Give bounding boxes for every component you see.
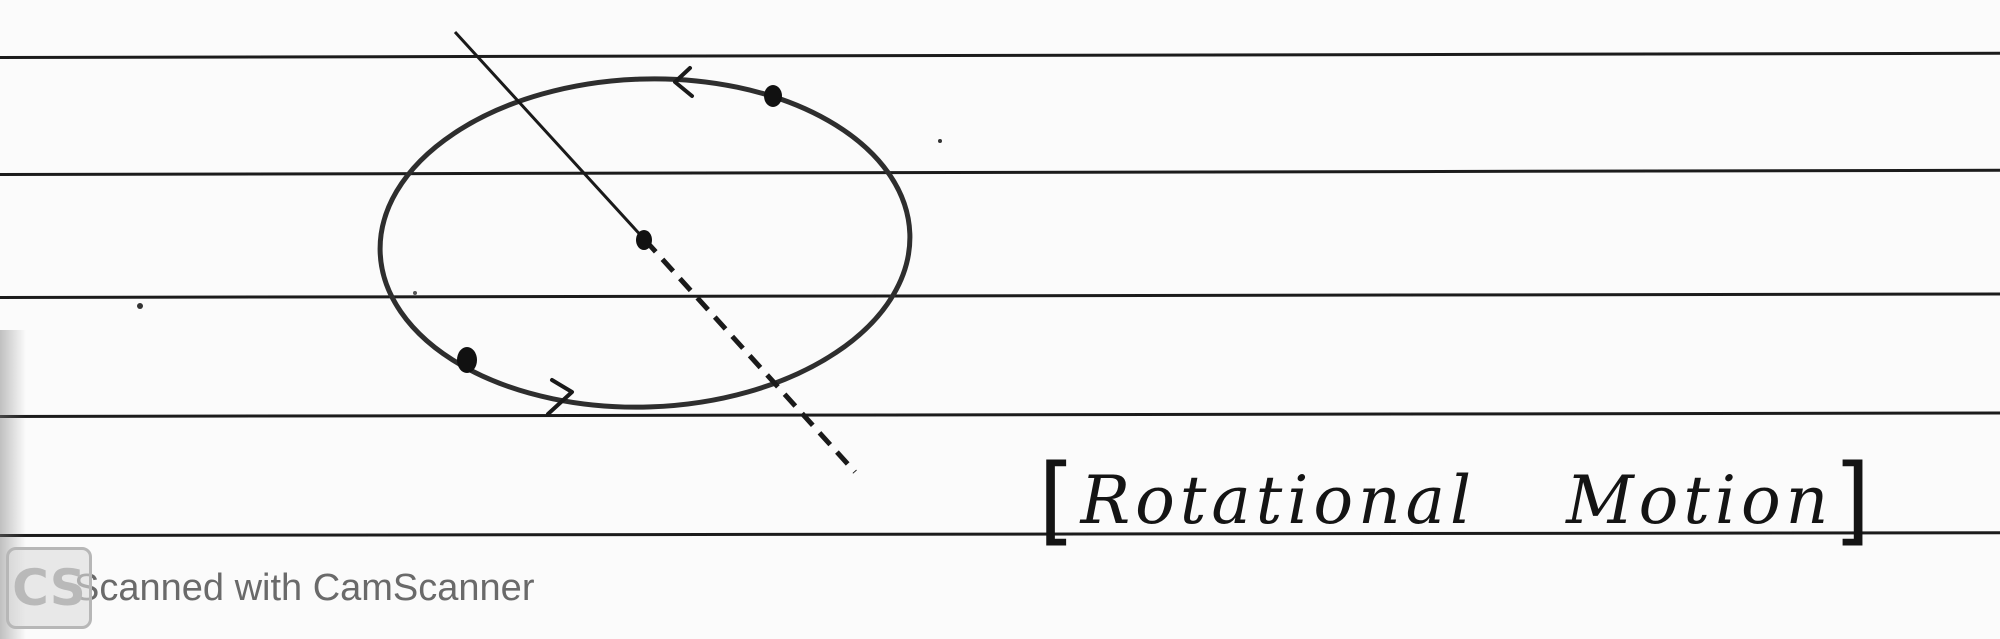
ink-speck — [938, 139, 942, 143]
particle-point-bottom — [457, 347, 477, 373]
rotation-axis-solid — [453, 30, 647, 242]
watermark-text: Scanned with CamScanner — [74, 566, 535, 609]
caption-open-bracket: [ — [1038, 444, 1081, 556]
direction-arrow-bottom-icon — [546, 378, 574, 416]
caption-close-bracket: ] — [1833, 444, 1876, 556]
caption-word-rotational: Rotational — [1080, 462, 1477, 539]
direction-arrow-top-icon — [673, 66, 694, 98]
rotation-path-ellipse — [377, 76, 913, 410]
rotation-axis-dashed — [643, 238, 857, 474]
scanner-watermark: CS Scanned with CamScanner — [6, 545, 534, 631]
ink-speck — [413, 291, 417, 295]
ink-speck — [137, 303, 143, 309]
particle-point-top — [764, 85, 782, 107]
center-point — [636, 230, 652, 250]
camscanner-logo-icon: CS — [6, 547, 92, 629]
caption-word-motion: Motion — [1566, 462, 1834, 539]
